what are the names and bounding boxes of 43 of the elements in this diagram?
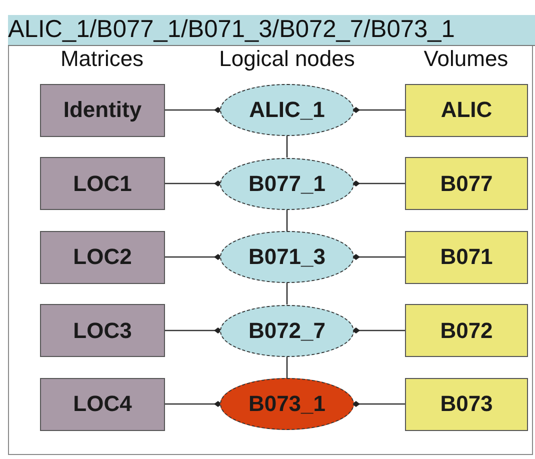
node-label: ALIC_1 — [249, 97, 325, 123]
column-heading: Logical nodes — [219, 46, 355, 72]
matrix-box — [40, 84, 165, 136]
node-label: B071_3 — [248, 244, 326, 270]
connector-line — [286, 210, 288, 231]
node-label: B073 — [440, 391, 493, 417]
node-label: B077_1 — [248, 170, 326, 196]
matrix-box — [40, 157, 165, 210]
node-label: LOC1 — [73, 170, 132, 196]
node-label: LOC3 — [73, 318, 132, 344]
column-heading: Volumes — [424, 46, 508, 72]
matrix-box — [40, 230, 165, 284]
volume-box — [405, 157, 528, 210]
connector-line — [165, 254, 222, 260]
connector-line — [352, 254, 405, 260]
connector-line — [352, 328, 405, 334]
connector-line — [286, 136, 288, 158]
connector-line — [352, 180, 405, 186]
node-label: LOC4 — [73, 391, 132, 417]
node-label: Identity — [63, 97, 142, 123]
connector-line — [286, 356, 288, 378]
title-bar: ALIC_1/B077_1/B071_3/B072_7/B073_1 — [8, 15, 535, 46]
column-heading: Matrices — [60, 46, 144, 72]
node-label: B072_7 — [248, 318, 326, 344]
volume-box — [405, 304, 528, 357]
connector-line — [352, 107, 405, 113]
connector-line — [165, 180, 222, 186]
volume-box — [405, 84, 528, 136]
connector-line — [286, 283, 288, 304]
matrix-box — [40, 304, 165, 357]
volume-box — [405, 230, 528, 284]
node-label: B077 — [440, 170, 493, 196]
connector-line — [165, 328, 222, 334]
volume-box — [405, 378, 528, 430]
node-label: LOC2 — [73, 244, 132, 270]
node-label: B072 — [440, 318, 493, 344]
connector-line — [165, 107, 222, 113]
connector-line — [165, 401, 222, 407]
connector-line — [352, 401, 405, 407]
node-label: B071 — [440, 244, 493, 270]
matrix-box — [40, 378, 165, 430]
node-label: B073_1 — [248, 391, 326, 417]
node-label: ALIC — [440, 97, 492, 123]
